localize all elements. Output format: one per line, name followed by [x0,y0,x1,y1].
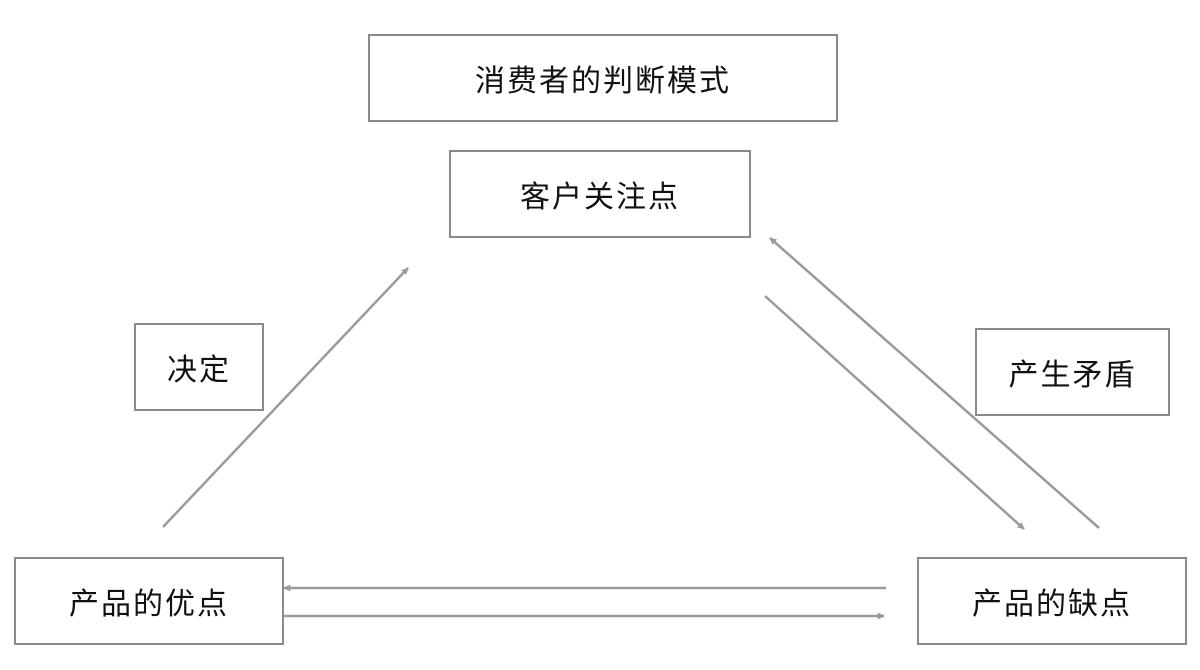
node-product-cons: 产品的缺点 [917,557,1187,645]
diagram-title: 消费者的判断模式 [475,64,731,99]
arrow-focus-to-cons [764,295,1025,530]
edge-label-conflict-text: 产生矛盾 [1008,358,1137,393]
node-product-pros: 产品的优点 [14,557,284,645]
edge-label-decide-text: 决定 [167,353,231,388]
node-customer-focus-label: 客户关注点 [520,180,680,215]
node-product-cons-label: 产品的缺点 [972,587,1132,622]
edge-label-decide: 决定 [134,323,264,411]
arrow-cons-to-focus [769,237,1100,529]
diagram-title-box: 消费者的判断模式 [368,34,838,122]
arrow-pros-to-focus [162,267,409,528]
node-customer-focus: 客户关注点 [449,150,751,238]
node-product-pros-label: 产品的优点 [69,587,229,622]
edge-label-conflict: 产生矛盾 [975,328,1170,416]
